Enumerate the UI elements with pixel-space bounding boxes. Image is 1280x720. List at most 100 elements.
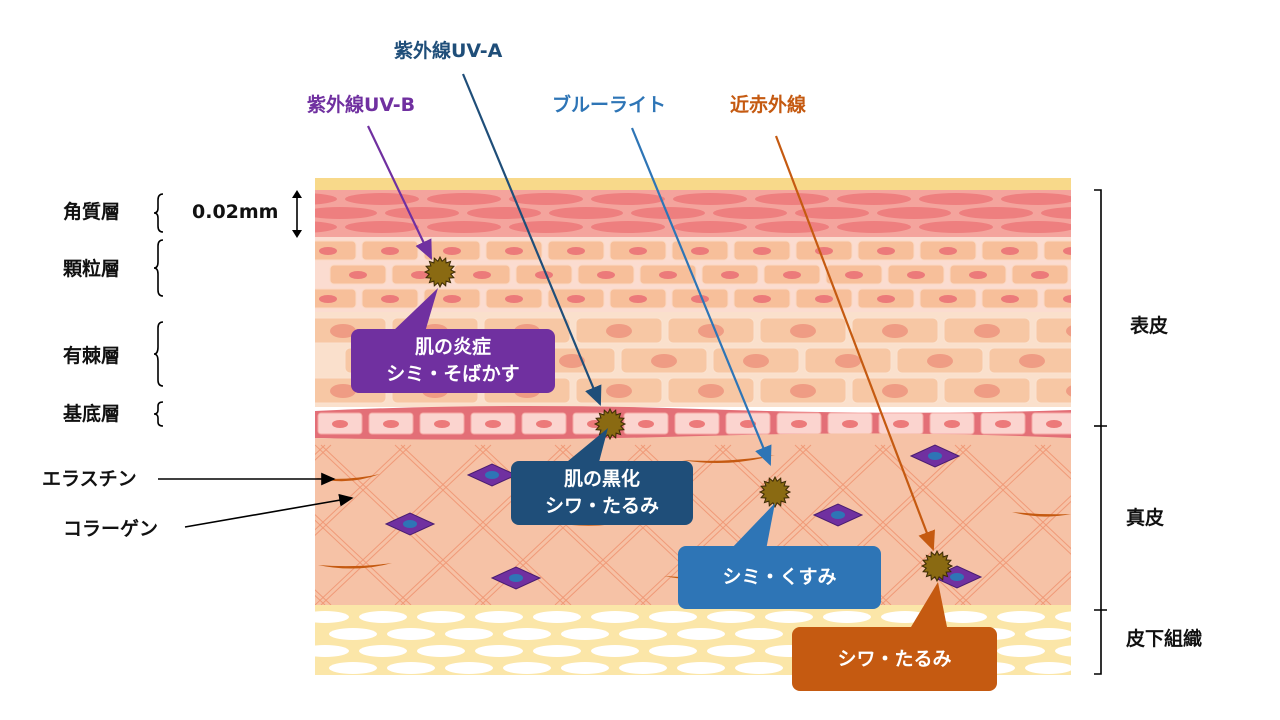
corneum-cell: [427, 221, 501, 233]
granular-nucleus: [969, 271, 987, 279]
fat-cell: [329, 662, 377, 674]
fibroblast-nucleus: [509, 574, 523, 582]
collagen-fiber: [0, 445, 11, 605]
granular-nucleus: [381, 295, 399, 303]
spinous-nucleus: [835, 354, 861, 368]
corneum-cell: [385, 207, 459, 219]
fat-cell: [707, 611, 755, 623]
granular-nucleus: [783, 271, 801, 279]
fat-cell: [707, 645, 755, 657]
skin-surface: [315, 178, 1071, 190]
spinous-nucleus: [698, 384, 724, 398]
bluelight-ray-label: ブルーライト: [552, 94, 667, 116]
fat-cell: [591, 611, 639, 623]
bluelight-callout-pointer: [730, 503, 775, 550]
collagen-fiber: [560, 444, 732, 606]
corneum-cell: [795, 207, 869, 219]
collagen-fiber: [1201, 445, 1280, 605]
granular-nucleus: [443, 295, 461, 303]
spinous-cell: [1081, 348, 1167, 373]
granular-nucleus: [877, 247, 895, 255]
collagen-fiber: [315, 594, 326, 606]
granular-cell: [1043, 288, 1071, 309]
elastin-label: エラスチン: [42, 468, 137, 490]
fat-cell: [997, 645, 1045, 657]
granular-nucleus: [629, 295, 647, 303]
spinous-nucleus: [974, 324, 1000, 338]
subcutaneous-label: 皮下組織: [1126, 628, 1203, 650]
basal-nucleus: [1046, 420, 1062, 428]
corneum-cell: [673, 221, 747, 233]
spinous-nucleus: [330, 384, 356, 398]
fat-cell: [417, 645, 465, 657]
fat-cell: [561, 628, 609, 640]
granular-nucleus: [629, 247, 647, 255]
fibroblast-nucleus: [928, 452, 942, 460]
granular-nucleus: [659, 271, 677, 279]
stratum-corneum-label: 角質層: [63, 201, 121, 223]
granular-nucleus: [597, 271, 615, 279]
collagen-fiber: [1034, 444, 1071, 480]
corneum-cell: [509, 193, 583, 205]
spinous-nucleus: [882, 384, 908, 398]
corneum-cell: [1001, 221, 1071, 233]
fibroblast-cells: [384, 444, 983, 590]
granular-nucleus: [721, 271, 739, 279]
spinous-nucleus: [790, 384, 816, 398]
uvb-effect-line1: 肌の炎症: [414, 336, 491, 359]
spinous-nucleus: [330, 324, 356, 338]
collagen-fiber: [0, 445, 5, 605]
basal-layer-label: 基底層: [63, 403, 121, 425]
granular-nucleus: [1063, 247, 1071, 255]
spinous-nucleus: [606, 384, 632, 398]
spinous-layer-label: 有棘層: [63, 345, 121, 367]
granular-nucleus: [505, 295, 523, 303]
granular-nucleus: [1001, 247, 1019, 255]
nir-effect-line1: シワ・たるみ: [837, 647, 952, 670]
basal-nucleus: [689, 420, 705, 428]
spinous-nucleus: [974, 384, 1000, 398]
uva-effect-line2: シワ・たるみ: [544, 495, 659, 517]
spinous-cell: [1035, 377, 1071, 404]
fat-cell: [561, 662, 609, 674]
collagen-fiber: [960, 500, 1071, 606]
granular-nucleus: [443, 247, 461, 255]
basal-cells: [317, 412, 1071, 435]
collagen-pointer-arrow: [184, 493, 354, 528]
collagen-fiber: [880, 444, 1052, 606]
spinous-nucleus: [651, 354, 677, 368]
granular-cell: [1043, 240, 1071, 261]
fat-cell: [315, 645, 349, 657]
fat-cell: [329, 628, 377, 640]
fat-cell: [677, 628, 725, 640]
spinous-nucleus: [606, 324, 632, 338]
collagen-fiber: [634, 444, 806, 606]
fat-cell: [649, 611, 697, 623]
fat-cell: [533, 645, 581, 657]
collagen-fiber: [1040, 444, 1071, 474]
uva-effect-line1: 肌の黒化: [563, 468, 640, 491]
granular-nucleus: [381, 247, 399, 255]
spinous-nucleus: [1019, 354, 1045, 368]
corneum-cells: [315, 193, 1071, 233]
fibroblast-nucleus: [485, 471, 499, 479]
granular-nucleus: [1093, 271, 1111, 279]
fat-cell: [475, 611, 523, 623]
granular-nucleus: [845, 271, 863, 279]
fat-cell: [359, 611, 407, 623]
fat-cell: [503, 628, 551, 640]
uvb-effect-line2: シミ・そばかす: [386, 363, 520, 385]
corneum-cell: [837, 221, 911, 233]
collagen-fiber: [1034, 570, 1071, 606]
fat-cell: [823, 611, 871, 623]
uvb-effect-callout: 肌の炎症 シミ・そばかす: [351, 329, 555, 393]
corneum-cell: [345, 221, 419, 233]
collagen-fiber: [1195, 445, 1280, 605]
fat-cell: [475, 645, 523, 657]
corneum-cell: [877, 207, 951, 219]
corneum-cell: [919, 193, 993, 205]
thickness-label: 0.02mm: [192, 201, 279, 223]
spinous-nucleus: [698, 324, 724, 338]
uva-ray-label: 紫外線UV-A: [394, 40, 503, 62]
